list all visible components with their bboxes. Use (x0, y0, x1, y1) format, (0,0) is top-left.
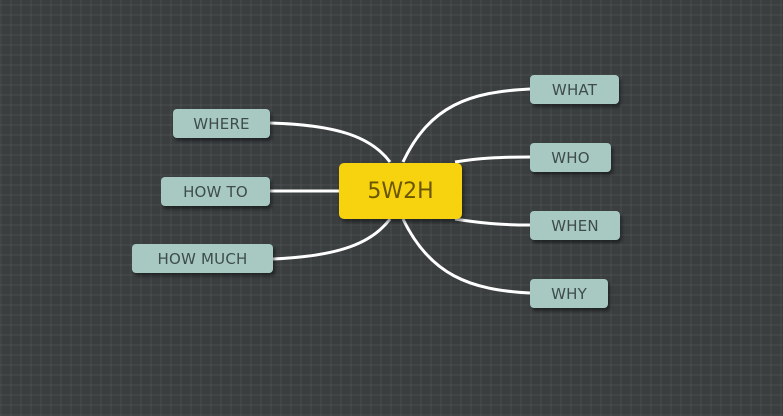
connector-what (401, 87, 531, 163)
connector-how-much (272, 218, 392, 261)
branch-how-to-label: HOW TO (183, 182, 248, 201)
branch-why-label: WHY (551, 284, 587, 303)
connector-where (269, 121, 392, 163)
branch-what[interactable]: WHAT (530, 75, 619, 104)
branch-who-label: WHO (551, 148, 590, 167)
branch-when[interactable]: WHEN (530, 211, 620, 240)
connector-why (401, 218, 531, 295)
branch-how-much-label: HOW MUCH (157, 249, 248, 268)
branch-why[interactable]: WHY (530, 279, 608, 308)
branch-when-label: WHEN (551, 216, 599, 235)
central-topic[interactable]: 5W2H (339, 163, 462, 219)
branch-who[interactable]: WHO (530, 143, 611, 172)
connector-when (454, 217, 531, 227)
branch-where[interactable]: WHERE (173, 109, 270, 138)
connector-who (454, 155, 531, 164)
branch-how-much[interactable]: HOW MUCH (132, 244, 273, 273)
branch-where-label: WHERE (193, 114, 250, 133)
branch-what-label: WHAT (551, 80, 598, 99)
central-topic-label: 5W2H (367, 178, 434, 204)
branch-how-to[interactable]: HOW TO (161, 177, 270, 206)
